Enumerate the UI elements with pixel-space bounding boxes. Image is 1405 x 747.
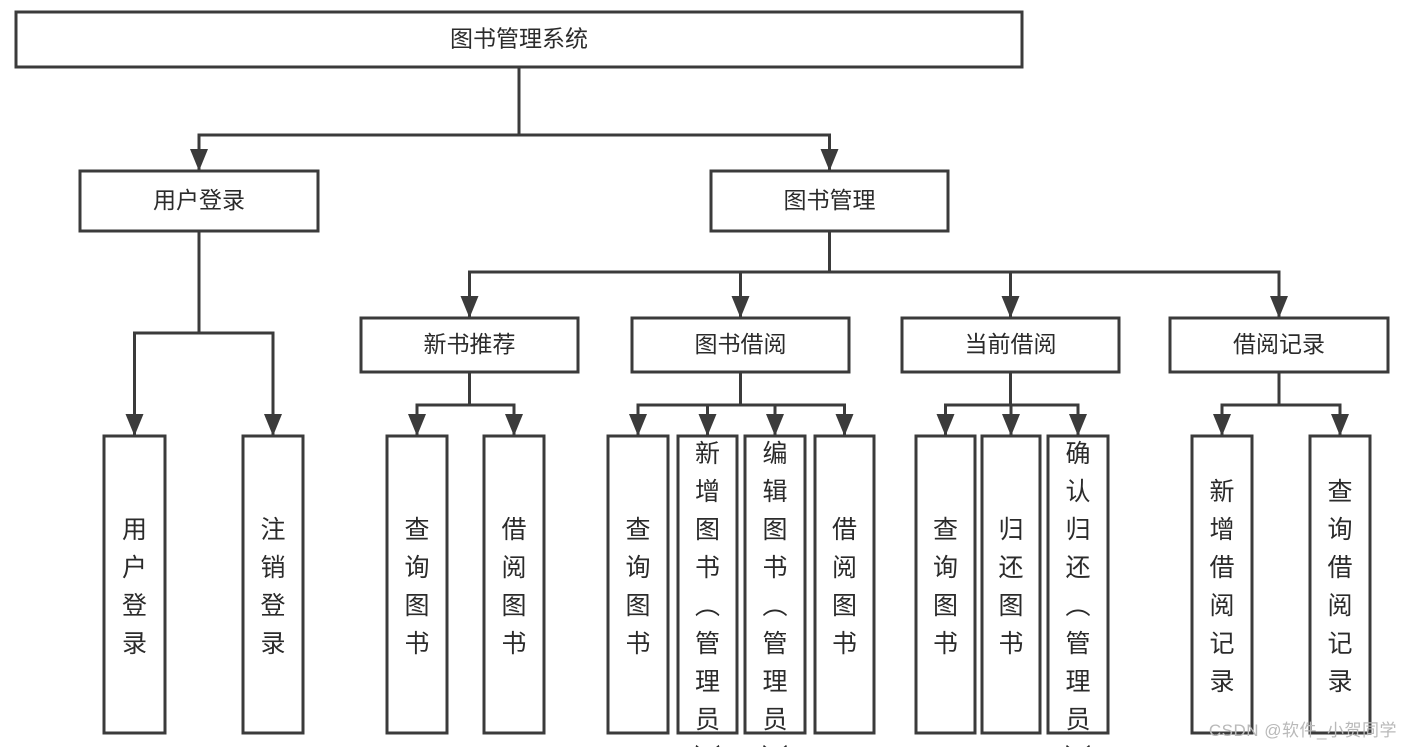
arrowhead-icon [731,296,750,318]
leaf-node-7[interactable]: 借阅图书 [813,434,876,735]
leaf-node-8[interactable]: 查询图书 [914,434,977,735]
leaf-node-label: 注销登录 [260,516,285,658]
leaf-node-label: 借阅图书 [501,516,526,658]
level3-node-box[interactable] [630,316,851,374]
leaf-node-3[interactable]: 借阅图书 [482,434,546,735]
leaf-node-12[interactable]: 查询借阅记录 [1308,434,1372,735]
level2-node-label: 用户登录 [153,187,245,213]
leaf-node-box[interactable] [743,434,807,735]
leaf-node-label: 借阅图书 [832,516,857,658]
leaf-node-0[interactable]: 用户登录 [102,434,167,735]
leaf-node-label: 编辑图书︵管理员︶ [762,440,787,747]
watermark-text: CSDN @软件_小贺同学 [1208,721,1397,740]
leaf-node-6[interactable]: 编辑图书︵管理员︶ [743,434,807,747]
level2-node-0[interactable]: 用户登录 [78,169,320,233]
leaf-node-box[interactable] [1190,434,1254,735]
leaf-node-box[interactable] [241,434,305,735]
arrowhead-icon [1069,414,1087,436]
arrowhead-icon [460,296,479,318]
level3-node-box[interactable] [359,316,580,374]
arrowhead-icon [408,414,426,436]
connector-lines [125,65,1349,437]
leaf-node-label: 确认归还︵管理员︶ [1065,440,1090,747]
leaf-node-box[interactable] [914,434,977,735]
leaf-node-box[interactable] [385,434,449,735]
leaf-node-label: 归还图书 [998,516,1023,658]
root-node-box[interactable] [14,10,1024,69]
level2-node-label: 图书管理 [784,187,876,213]
leaf-node-box[interactable] [606,434,670,735]
root-node-label: 图书管理系统 [450,26,588,52]
level3-node-1[interactable]: 图书借阅 [630,316,851,374]
root-node-0[interactable]: 图书管理系统 [14,10,1024,69]
leaf-node-4[interactable]: 查询图书 [606,434,670,735]
level2-node-box[interactable] [78,169,320,233]
arrowhead-icon [835,414,854,436]
level3-node-label: 新书推荐 [424,331,516,357]
arrowhead-icon [505,414,523,436]
leaf-node-1[interactable]: 注销登录 [241,434,305,735]
leaf-node-box[interactable] [102,434,167,735]
leaf-node-label: 查询图书 [625,516,650,658]
arrowhead-icon [766,414,784,436]
arrowhead-icon [190,149,208,171]
leaf-node-2[interactable]: 查询图书 [385,434,449,735]
arrowhead-icon [1001,296,1020,318]
arrowhead-icon [936,414,955,436]
leaf-node-box[interactable] [1046,434,1110,735]
level3-node-label: 图书借阅 [695,331,787,357]
leaf-node-label: 查询图书 [404,516,429,658]
level3-node-0[interactable]: 新书推荐 [359,316,580,374]
level3-node-3[interactable]: 借阅记录 [1168,316,1390,374]
leaf-node-box[interactable] [813,434,876,735]
arrowhead-icon [1270,296,1288,318]
leaf-node-box[interactable] [980,434,1042,735]
leaf-node-box[interactable] [482,434,546,735]
arrowhead-icon [629,414,647,436]
level3-node-box[interactable] [900,316,1121,374]
arrowhead-icon [698,414,717,436]
leaf-node-label: 查询借阅记录 [1327,478,1352,696]
leaf-node-9[interactable]: 归还图书 [980,434,1042,735]
leaf-node-10[interactable]: 确认归还︵管理员︶ [1046,434,1110,747]
level3-node-label: 当前借阅 [965,331,1057,357]
node-boxes: 图书管理系统用户登录图书管理新书推荐图书借阅当前借阅借阅记录用户登录注销登录查询… [14,10,1390,747]
level2-node-box[interactable] [709,169,950,233]
leaf-node-label: 新增图书︵管理员︶ [695,440,720,747]
leaf-node-label: 用户登录 [122,516,147,658]
level3-node-box[interactable] [1168,316,1390,374]
leaf-node-box[interactable] [1308,434,1372,735]
leaf-node-5[interactable]: 新增图书︵管理员︶ [676,434,739,747]
leaf-node-label: 新增借阅记录 [1209,478,1234,696]
arrowhead-icon [820,149,839,171]
level3-node-2[interactable]: 当前借阅 [900,316,1121,374]
arrowhead-icon [1213,414,1231,436]
arrowhead-icon [125,414,144,436]
leaf-node-label: 查询图书 [933,516,958,658]
arrowhead-icon [1002,414,1020,436]
leaf-node-box[interactable] [676,434,739,735]
arrowhead-icon [264,414,282,436]
level3-node-label: 借阅记录 [1233,331,1325,357]
level2-node-1[interactable]: 图书管理 [709,169,950,233]
arrowhead-icon [1331,414,1349,436]
leaf-node-11[interactable]: 新增借阅记录 [1190,434,1254,735]
